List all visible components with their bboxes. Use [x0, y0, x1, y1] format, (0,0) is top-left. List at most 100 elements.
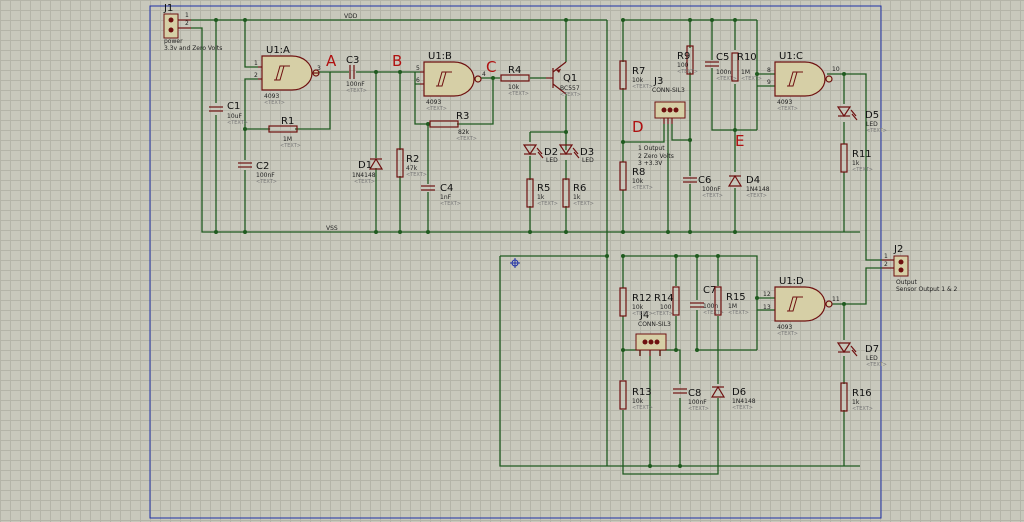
- r16-value: 1k: [852, 399, 860, 406]
- resistor-r1[interactable]: R1 1M <TEXT>: [268, 116, 301, 149]
- c7-ref: C7: [703, 285, 716, 296]
- j2-pin1: 1: [884, 253, 888, 260]
- j1-desc2: 3.3v and Zero Volts: [164, 45, 222, 52]
- resistor-r11[interactable]: R11 1k <TEXT>: [840, 143, 873, 173]
- c2-ref: C2: [256, 161, 269, 172]
- u1d-value: 4093: [777, 324, 792, 331]
- d5-ref: D5: [865, 110, 879, 121]
- diode-d4[interactable]: D4 1N4148 <TEXT>: [728, 175, 770, 199]
- connector-j3[interactable]: J3 CONN-SIL3 1 Output 2 Zero Volts 3 +3.…: [638, 76, 686, 167]
- j3-ref: J3: [653, 76, 663, 87]
- j3-note2: 2 Zero Volts: [638, 153, 674, 160]
- r14-value: 100: [660, 304, 672, 311]
- u1b-value: 4093: [426, 99, 441, 106]
- resistor-r3[interactable]: R3 82k <TEXT>: [429, 111, 477, 142]
- capacitor-c7[interactable]: C7 100n <TEXT>: [689, 285, 724, 316]
- resistor-r15[interactable]: R15 1M <TEXT>: [714, 286, 749, 316]
- resistor-r9[interactable]: R9 100 <TEXT>: [677, 45, 698, 75]
- capacitor-c6[interactable]: C6 100nF <TEXT>: [682, 175, 723, 199]
- resistor-r4[interactable]: R4 10k <TEXT>: [500, 65, 530, 97]
- r10-ref: R10: [737, 52, 757, 63]
- svg-text:<TEXT>: <TEXT>: [632, 84, 653, 90]
- point-c-label: C: [486, 58, 496, 76]
- r2-ref: R2: [406, 154, 419, 165]
- vss-net-label: VSS: [326, 225, 338, 232]
- u1c-pin-10: 10: [832, 66, 840, 73]
- u1c-ref: U1:C: [779, 51, 803, 62]
- diode-d6[interactable]: D6 1N4148 <TEXT>: [711, 386, 756, 411]
- transistor-q1[interactable]: Q1 BC557 <TEXT>: [546, 61, 581, 98]
- r1-ref: R1: [281, 116, 294, 127]
- d4-value: 1N4148: [746, 186, 770, 193]
- gate-u1a[interactable]: U1:A 1 2 3 4093 <TEXT>: [254, 45, 321, 106]
- c2-value: 100nF: [256, 172, 275, 179]
- r13-ref: R13: [632, 387, 652, 398]
- capacitor-c5[interactable]: C5 100n <TEXT>: [704, 52, 737, 82]
- svg-text:<TEXT>: <TEXT>: [688, 406, 709, 412]
- diode-d1[interactable]: D1 1N4148 <TEXT>: [352, 158, 383, 185]
- led-d7[interactable]: D7 LED <TEXT>: [837, 342, 887, 368]
- d6-ref: D6: [732, 387, 746, 398]
- capacitor-c1[interactable]: C1 10uF <TEXT>: [208, 101, 248, 126]
- led-d3[interactable]: D3 LED: [559, 144, 594, 164]
- c5-value: 100n: [716, 69, 731, 76]
- resistor-r7[interactable]: R7 10k <TEXT>: [619, 60, 653, 90]
- r4-ref: R4: [508, 65, 521, 76]
- r12-value: 10k: [632, 304, 644, 311]
- connector-j4[interactable]: J4 CONN-SIL3: [635, 310, 671, 356]
- j1-desc1: power: [164, 38, 183, 45]
- resistor-r8[interactable]: R8 10k <TEXT>: [619, 161, 653, 191]
- resistor-r14[interactable]: R14 100 <TEXT>: [652, 286, 680, 317]
- junctions: [214, 18, 846, 468]
- u1b-pin-5: 5: [416, 65, 420, 72]
- d4-ref: D4: [746, 175, 760, 186]
- capacitor-c4[interactable]: C4 1nF <TEXT>: [420, 183, 461, 207]
- svg-text:<TEXT>: <TEXT>: [852, 406, 873, 412]
- resistor-r10[interactable]: R10 1M <TEXT>: [731, 52, 762, 82]
- svg-text:<TEXT>: <TEXT>: [716, 76, 737, 82]
- svg-text:<TEXT>: <TEXT>: [354, 179, 375, 185]
- r3-value: 82k: [458, 129, 470, 136]
- connector-j1[interactable]: J1 1 2 power 3.3v and Zero Volts: [163, 3, 222, 52]
- c1-ref: C1: [227, 101, 240, 112]
- r5-value: 1k: [537, 194, 545, 201]
- svg-text:<TEXT>: <TEXT>: [866, 128, 887, 134]
- u1a-pin-2: 2: [254, 72, 258, 79]
- connector-j2[interactable]: J2 1 2 Output Sensor Output 1 & 2: [882, 244, 958, 293]
- d2-ref: D2: [544, 147, 558, 158]
- gate-u1c[interactable]: U1:C 8 9 10 4093 <TEXT>: [767, 51, 840, 112]
- capacitor-c2[interactable]: C2 100nF <TEXT>: [237, 161, 277, 185]
- r14-ref: R14: [654, 293, 674, 304]
- j3-note1: 1 Output: [638, 145, 665, 152]
- r4-value: 10k: [508, 84, 520, 91]
- svg-text:<TEXT>: <TEXT>: [406, 172, 427, 178]
- j1-pin2: 2: [185, 20, 189, 27]
- u1d-pin-11: 11: [832, 296, 840, 303]
- c7-value: 100n: [703, 303, 718, 310]
- led-d2[interactable]: D2 LED: [523, 144, 558, 164]
- svg-text:<TEXT>: <TEXT>: [346, 88, 367, 94]
- resistor-r5[interactable]: R5 1k <TEXT>: [526, 178, 558, 208]
- j4-value: CONN-SIL3: [638, 321, 671, 328]
- u1b-ref: U1:B: [428, 51, 452, 62]
- j2-ref: J2: [893, 244, 903, 255]
- led-d5[interactable]: D5 LED <TEXT>: [837, 106, 887, 134]
- resistor-r6[interactable]: R6 1k <TEXT>: [562, 178, 594, 208]
- gate-u1d[interactable]: U1:D 12 13 11 4093 <TEXT>: [763, 276, 840, 337]
- resistor-r13[interactable]: R13 10k <TEXT>: [619, 380, 653, 411]
- svg-text:<TEXT>: <TEXT>: [728, 310, 749, 316]
- resistor-r16[interactable]: R16 1k <TEXT>: [840, 382, 873, 412]
- gate-u1b[interactable]: U1:B 5 6 4 4093 <TEXT>: [416, 51, 486, 112]
- c5-ref: C5: [716, 52, 729, 63]
- u1b-pin-4: 4: [482, 71, 486, 78]
- d1-value: 1N4148: [352, 172, 376, 179]
- d7-value: LED: [866, 355, 878, 362]
- c3-value: 100nF: [346, 81, 365, 88]
- r8-value: 10k: [632, 178, 644, 185]
- r6-value: 1k: [573, 194, 581, 201]
- resistor-r12[interactable]: R12 10k <TEXT>: [619, 287, 653, 317]
- resistor-r2[interactable]: R2 47k <TEXT>: [396, 148, 427, 178]
- capacitor-c3[interactable]: C3 100nF <TEXT>: [346, 55, 367, 94]
- capacitor-c8[interactable]: C8 100nF <TEXT>: [672, 388, 709, 412]
